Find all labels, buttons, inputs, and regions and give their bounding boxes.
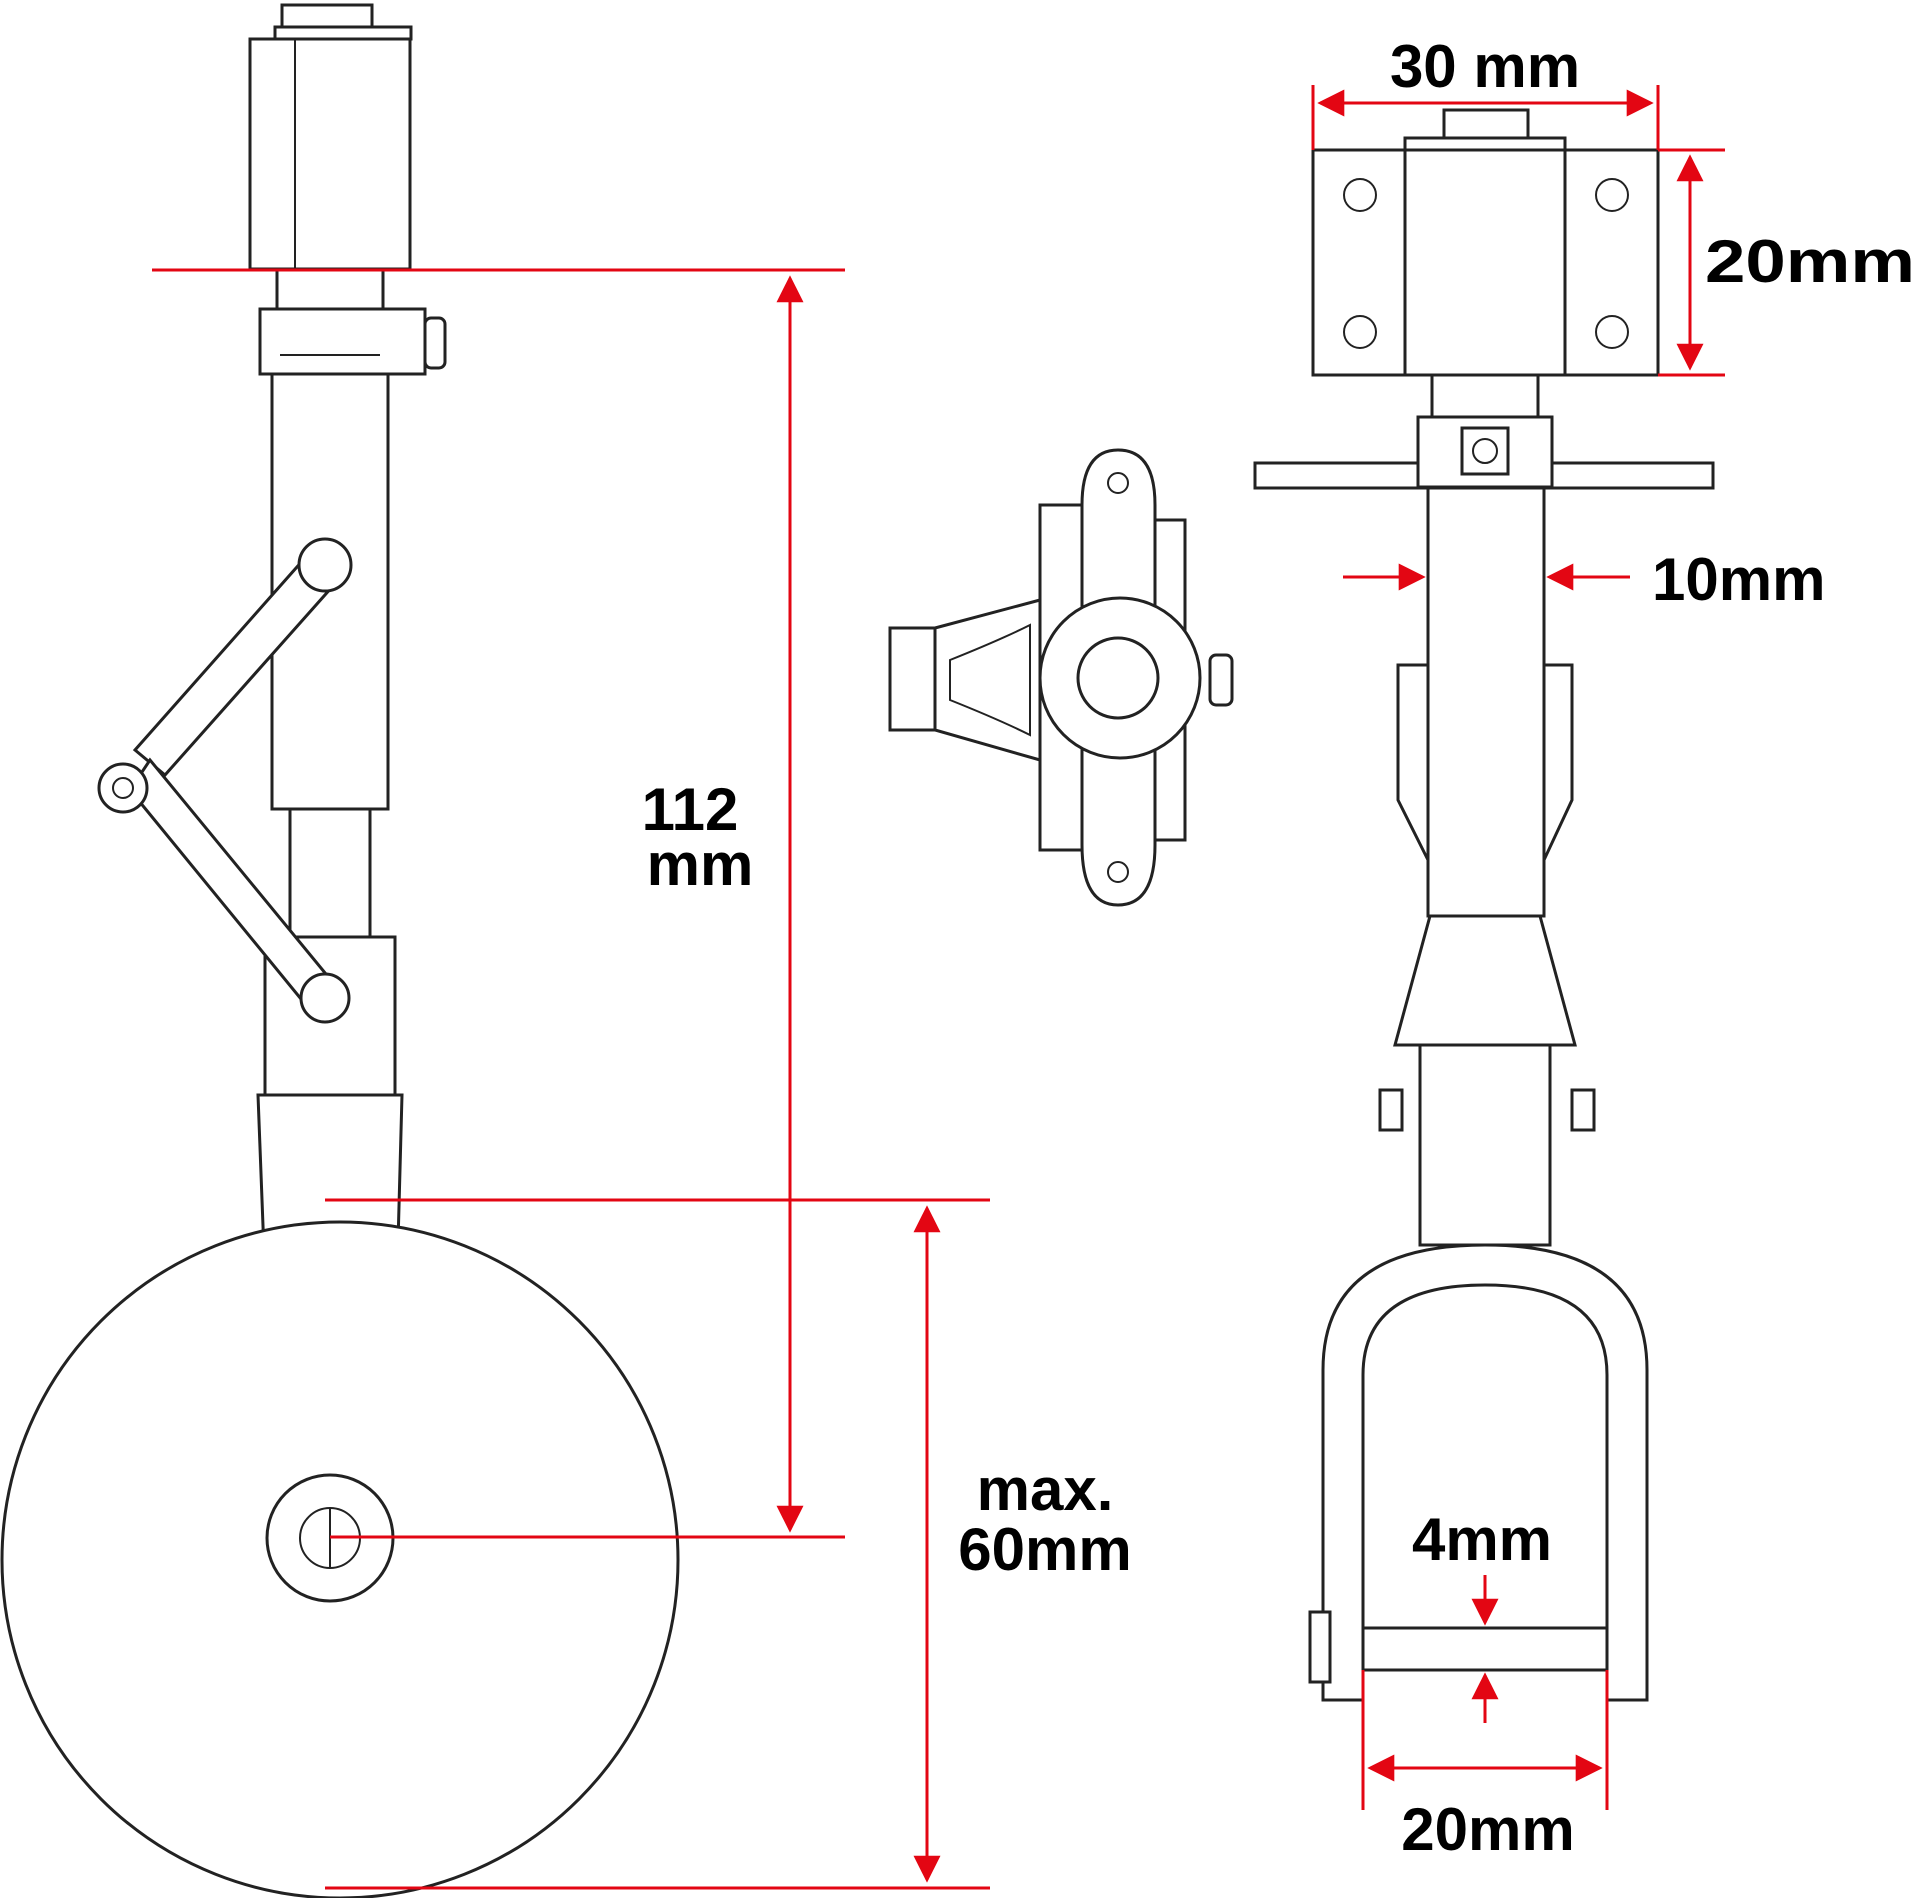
front-view bbox=[1253, 108, 1715, 1702]
top-width-label: 30 mm bbox=[1390, 33, 1580, 100]
strut-diameter-label: 10mm bbox=[1652, 546, 1825, 613]
axle-diameter-label: 4mm bbox=[1412, 1506, 1552, 1573]
overall-height-label-line2: mm bbox=[647, 831, 754, 898]
dimension-lines bbox=[152, 85, 1725, 1890]
wheel-label-line1: max. bbox=[977, 1456, 1114, 1523]
bracket-view bbox=[888, 448, 1234, 907]
overall-height-label-line1: 112 bbox=[642, 776, 739, 843]
mount-height-label: 20mm bbox=[1705, 228, 1915, 295]
wheel-label-line2: 60mm bbox=[958, 1516, 1131, 1583]
fork-width-label: 20mm bbox=[1401, 1796, 1574, 1863]
side-view bbox=[0, 3, 680, 1898]
